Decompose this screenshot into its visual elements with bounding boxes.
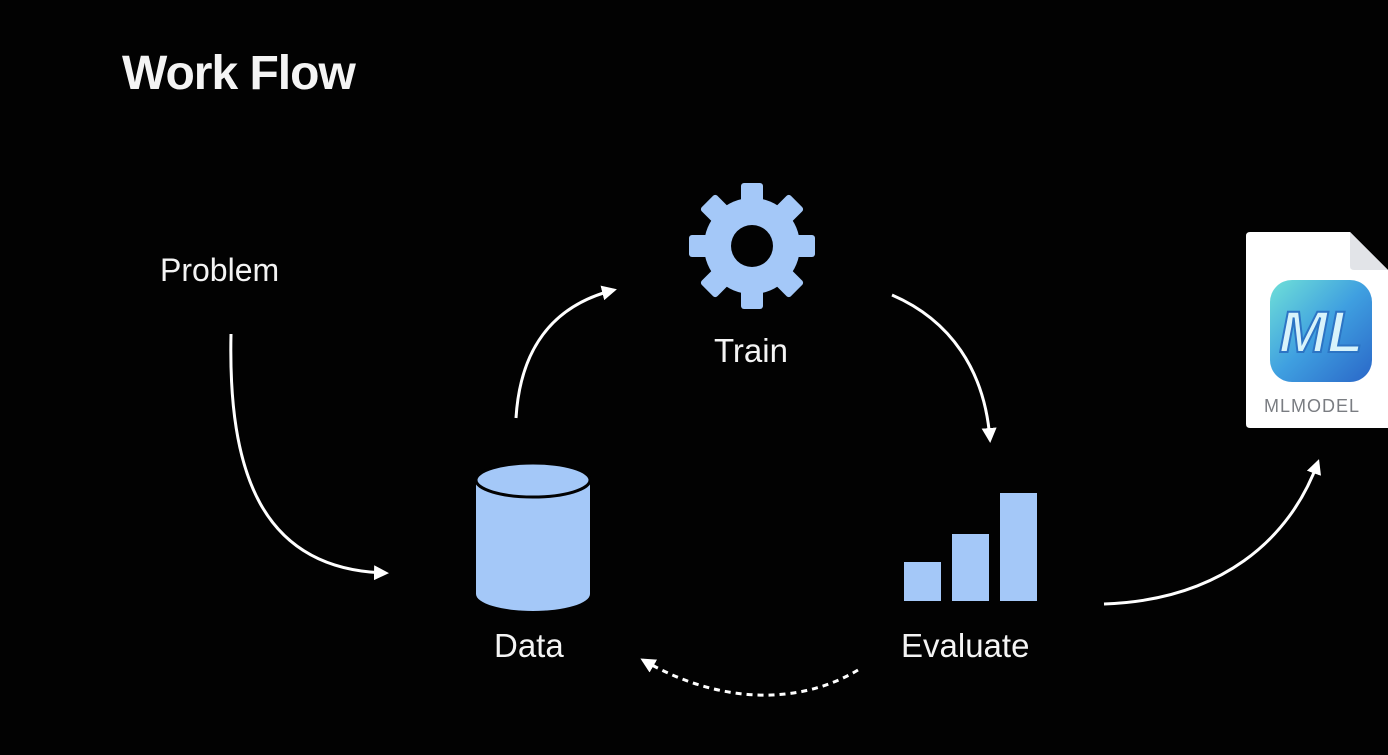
database-icon: [474, 461, 592, 611]
gear-icon: [689, 183, 815, 309]
bar-chart-bar-3: [1000, 493, 1037, 601]
train-label: Train: [714, 332, 788, 369]
bar-chart-icon: [904, 493, 1037, 601]
bar-chart-bar-2: [952, 534, 989, 601]
arrow-evaluate-to-data-dashed: [640, 658, 859, 697]
bar-chart-bar-1: [904, 562, 941, 601]
problem-label: Problem: [160, 252, 280, 288]
evaluate-label: Evaluate: [901, 627, 1030, 664]
arrow-train-to-evaluate: [891, 293, 997, 443]
slide-title: Work Flow: [122, 47, 356, 100]
arrow-problem-to-data: [229, 333, 389, 581]
ml-model-file-icon: ML: [1246, 232, 1388, 428]
ml-badge-text: ML: [1279, 300, 1363, 365]
arrow-evaluate-to-model: [1103, 459, 1321, 606]
arrow-data-to-train: [514, 285, 617, 419]
ml-model-file-label: MLMODEL: [1264, 396, 1361, 416]
data-label: Data: [494, 627, 564, 664]
